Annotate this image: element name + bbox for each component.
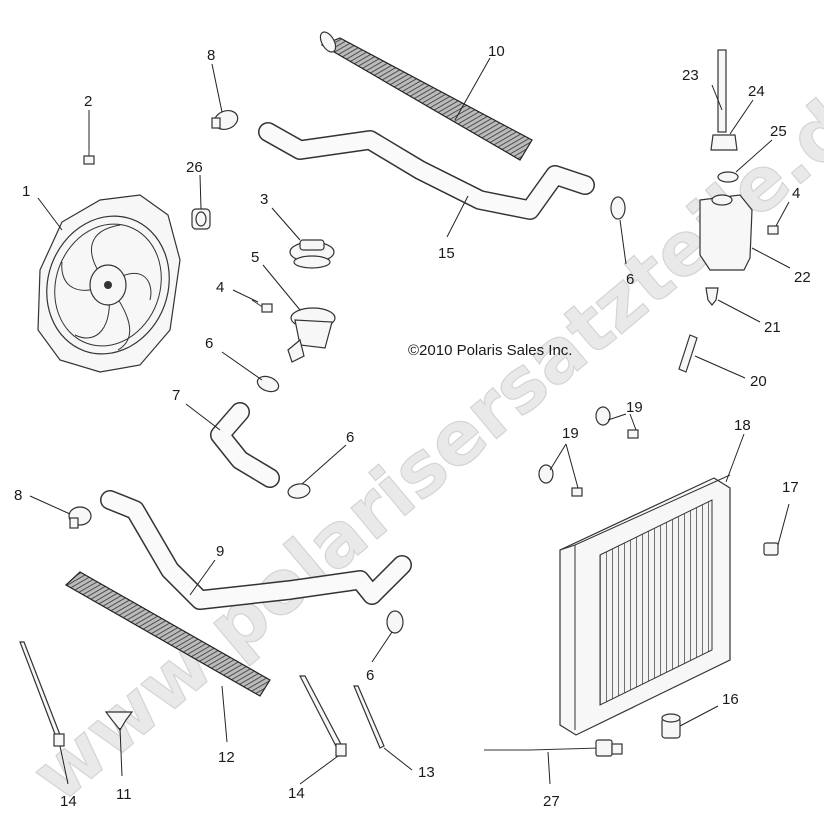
part-15-upper-hose (258, 122, 595, 220)
part-24-cap (710, 134, 738, 151)
part-17-screw (763, 542, 779, 556)
callout-16: 16 (722, 691, 739, 708)
callout-7: 7 (172, 387, 180, 404)
callout-labels: 1 2 3 4 4 5 6 6 6 6 7 8 8 9 10 11 12 13 … (14, 43, 811, 810)
callout-14-mid: 14 (288, 785, 305, 802)
callout-12: 12 (218, 749, 235, 766)
leader-lines (29, 57, 791, 785)
part-14-cable-tie-left (19, 641, 65, 747)
part-10-upper-sleeve (319, 31, 533, 161)
part-20-hose (678, 334, 698, 373)
part-18-radiator (559, 474, 731, 736)
part-11-clip (104, 711, 134, 732)
part-12-lower-sleeve (64, 571, 271, 697)
callout-23: 23 (682, 67, 699, 84)
part-7-elbow-hose (210, 402, 280, 488)
part-9-lower-hose (100, 490, 412, 610)
copyright-text: ©2010 Polaris Sales Inc. (408, 342, 572, 359)
part-4-screw-right (767, 225, 779, 235)
callout-13: 13 (418, 764, 435, 781)
callout-6-d: 6 (366, 667, 374, 684)
part-13-cable-tie (353, 685, 385, 749)
part-23-tube (717, 49, 727, 133)
callout-10: 10 (488, 43, 505, 60)
callout-22: 22 (794, 269, 811, 286)
callout-8-top: 8 (207, 47, 215, 64)
part-26-grommet (191, 208, 211, 230)
callout-4-left: 4 (216, 279, 224, 296)
callout-26: 26 (186, 159, 203, 176)
callout-4-right: 4 (792, 185, 800, 202)
part-8-clamp-bottom (68, 506, 92, 529)
part-22-reservoir (699, 194, 753, 271)
callout-11: 11 (116, 786, 132, 803)
part-25-washer (717, 171, 739, 183)
callout-6-a: 6 (205, 335, 213, 352)
part-1-fan-assembly (37, 194, 181, 373)
part-8-clamp-top (211, 109, 239, 131)
callout-6-b: 6 (346, 429, 354, 446)
part-19-grommets (538, 406, 639, 497)
part-21-fitting (705, 287, 719, 306)
callout-21: 21 (764, 319, 781, 336)
callout-19-right: 19 (626, 399, 643, 416)
callout-6-c: 6 (626, 271, 634, 288)
part-6-clamp-d (386, 610, 404, 634)
callout-1: 1 (22, 183, 30, 200)
callout-2: 2 (84, 93, 92, 110)
part-3-radiator-cap (289, 239, 335, 269)
callout-18: 18 (734, 417, 751, 434)
callout-5: 5 (251, 249, 259, 266)
callout-9: 9 (216, 543, 224, 560)
part-6-clamp-b (287, 483, 311, 499)
callout-24: 24 (748, 83, 765, 100)
part-5-filler-neck (287, 307, 336, 363)
callout-3: 3 (260, 191, 268, 208)
callout-15: 15 (438, 245, 455, 262)
part-27-sensor (484, 739, 623, 757)
callout-8-bottom: 8 (14, 487, 22, 504)
callout-25: 25 (770, 123, 787, 140)
part-4-screw-left (251, 299, 273, 313)
part-16-plug (661, 713, 681, 739)
part-14-cable-tie-mid (299, 675, 347, 757)
callout-20: 20 (750, 373, 767, 390)
part-6-clamp-c (610, 196, 626, 220)
callout-17: 17 (782, 479, 799, 496)
callout-27: 27 (543, 793, 560, 810)
part-2-screw (83, 148, 95, 165)
callout-14-left: 14 (60, 793, 77, 810)
callout-19-left: 19 (562, 425, 579, 442)
part-6-clamp-a (256, 375, 280, 393)
